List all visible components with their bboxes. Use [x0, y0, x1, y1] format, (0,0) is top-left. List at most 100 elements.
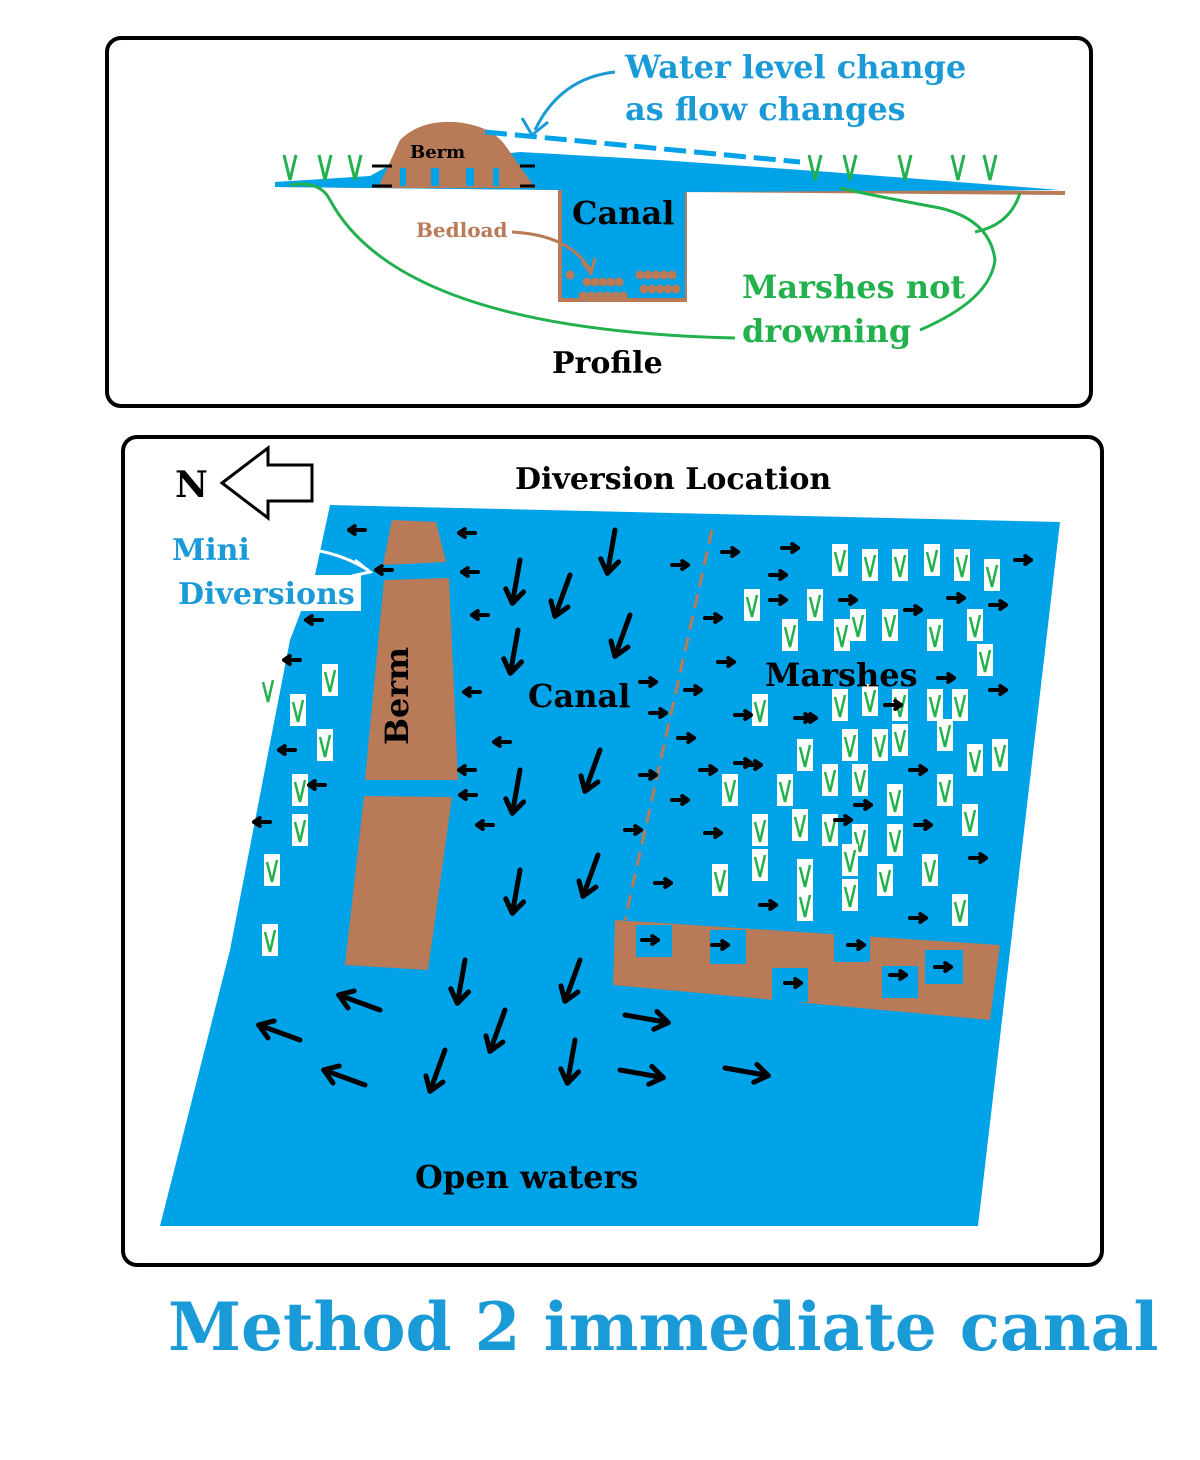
arrow-shape [676, 732, 696, 744]
grass-icon [318, 734, 332, 758]
flow-arrow-icon [475, 819, 495, 831]
marsh-plant-icon [797, 739, 813, 771]
arrow-shape [307, 779, 327, 791]
flow-arrow-icon [783, 977, 803, 989]
grass-icon [293, 779, 307, 803]
flow-arrow-icon [256, 1018, 303, 1043]
arrow-shape [933, 961, 953, 973]
flow-arrow-icon [908, 912, 928, 924]
marsh-plant-icon [744, 589, 760, 621]
water-level-arrowhead [520, 117, 549, 138]
arrow-shape [758, 899, 778, 911]
arrow-shape [492, 736, 512, 748]
marsh-plant-icon [862, 549, 878, 581]
marsh-pointer-right [839, 186, 997, 332]
mini-diversions-line2: Diversions [178, 577, 355, 612]
grass-icon [863, 554, 877, 578]
flow-arrow-icon [321, 1063, 368, 1088]
marsh-plant-icon [322, 664, 338, 696]
arrow-shape [623, 824, 643, 836]
north-label: N [175, 464, 208, 506]
marsh-plant-icon [822, 814, 838, 846]
marsh-plant-icon [807, 589, 823, 621]
berm-segment-1 [383, 520, 446, 565]
marsh-plant-icon [927, 619, 943, 651]
marsh-plant-icon [834, 619, 850, 651]
arrow-shape [503, 867, 527, 916]
arrow-shape [483, 1007, 508, 1054]
marsh-plant-icon [937, 774, 953, 806]
bedload-dot [582, 277, 592, 287]
arrow-shape [720, 546, 740, 558]
flow-arrow-icon [908, 764, 928, 776]
grass-icon [985, 564, 999, 588]
flow-arrow-icon [483, 1007, 508, 1054]
marsh-plant-icon [954, 549, 970, 581]
arrow-shape [838, 594, 858, 606]
flow-arrow-icon [722, 1061, 771, 1085]
flow-arrow-icon [578, 747, 603, 794]
arrow-shape [768, 594, 788, 606]
grass-icon [993, 744, 1007, 768]
berm-segment-2 [365, 578, 458, 780]
flow-arrow-icon [304, 614, 324, 626]
arrow-shape [622, 1008, 671, 1032]
marsh-plant-icon [792, 809, 808, 841]
flow-arrow-icon [501, 627, 525, 676]
grass-icon [798, 894, 812, 918]
marsh-plant-icon [882, 609, 898, 641]
arrow-shape [638, 676, 658, 688]
marsh-plant-icon [797, 889, 813, 921]
flow-arrow-icon [648, 707, 668, 719]
arrow-shape [638, 769, 658, 781]
flow-arrows [252, 524, 1033, 1094]
arrow-shape [888, 969, 908, 981]
berm-culverts [372, 164, 535, 188]
flow-arrow-icon [670, 794, 690, 806]
berm-segment-3 [345, 796, 452, 970]
grass-icon [723, 779, 737, 803]
marsh-plant-icon [992, 739, 1008, 771]
marsh-plant-icon [782, 619, 798, 651]
marsh-plant-icon [264, 854, 280, 886]
grass-icon [968, 749, 982, 773]
arrow-shape [988, 599, 1008, 611]
bedload-dot [635, 270, 645, 280]
flow-arrow-icon [576, 852, 601, 899]
flow-arrow-icon [768, 594, 788, 606]
bedload-dot [586, 291, 596, 301]
grass-icon [853, 769, 867, 793]
marsh-plant-icon [977, 644, 993, 676]
flow-arrow-icon [853, 799, 873, 811]
arrow-shape [460, 566, 480, 578]
grass-icon [863, 689, 877, 713]
marsh-plant-icon [852, 764, 868, 796]
arrow-shape [833, 814, 853, 826]
arrow-shape [576, 852, 601, 899]
bedload-dot [651, 270, 661, 280]
berm-openings [400, 168, 499, 186]
marsh-note-line1: Marshes not [742, 268, 965, 306]
grass-icon [955, 554, 969, 578]
marsh-pointer-left [289, 182, 736, 340]
arrow-shape [683, 684, 703, 696]
bedload-particles [565, 270, 681, 301]
marsh-plant-icon [967, 744, 983, 776]
grass-icon [798, 744, 812, 768]
flow-arrow-icon [598, 527, 622, 576]
arrow-shape [282, 654, 302, 666]
marsh-plant-icon [927, 689, 943, 721]
grass-icon [753, 819, 767, 843]
arrow-shape [640, 934, 660, 946]
grass-icon [261, 679, 275, 703]
open-waters-label: Open waters [415, 1158, 638, 1196]
flow-arrow-icon [946, 592, 966, 604]
flow-arrow-icon [888, 969, 908, 981]
flow-arrow-icon [503, 557, 527, 606]
arrow-shape [936, 672, 956, 684]
marsh-plant-icon [752, 849, 768, 881]
flow-arrow-icon [703, 827, 723, 839]
marsh-plant-icon [832, 544, 848, 576]
flow-arrow-icon [653, 877, 673, 889]
flow-arrow-icon [457, 527, 477, 539]
